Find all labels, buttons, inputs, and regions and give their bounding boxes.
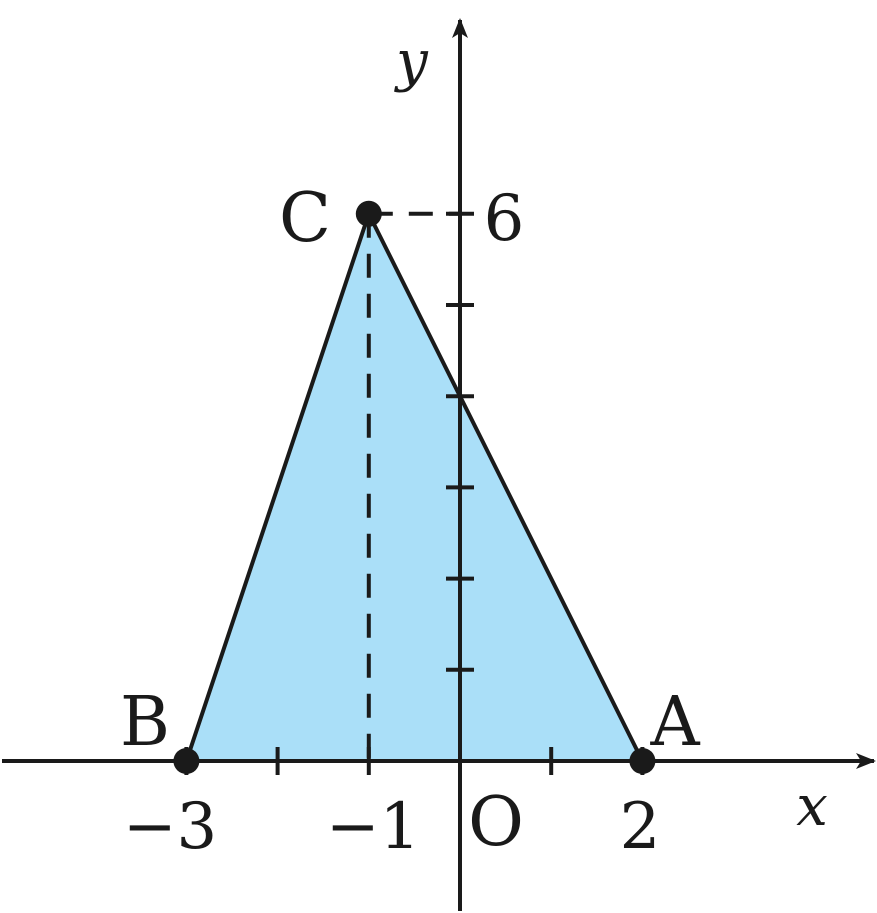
- point-label-c: C: [279, 179, 331, 258]
- point-label-b: B: [120, 683, 170, 762]
- points-layer: [173, 200, 656, 774]
- x-tick-label-neg3: −3: [123, 790, 217, 864]
- y-axis-label: y: [393, 29, 429, 94]
- point-c: [355, 200, 382, 227]
- x-axis-label: x: [796, 774, 828, 839]
- origin-label: O: [468, 783, 524, 862]
- guide-layer: [366, 211, 460, 761]
- y-tick-label-6: 6: [484, 182, 525, 256]
- x-tick-label-neg1: −1: [326, 790, 420, 864]
- point-a: [629, 748, 656, 774]
- point-b: [173, 748, 200, 774]
- triangle-layer: [184, 211, 645, 763]
- triangle-abc: [184, 211, 645, 763]
- point-label-a: A: [649, 683, 700, 762]
- x-tick-label-2: 2: [620, 790, 661, 864]
